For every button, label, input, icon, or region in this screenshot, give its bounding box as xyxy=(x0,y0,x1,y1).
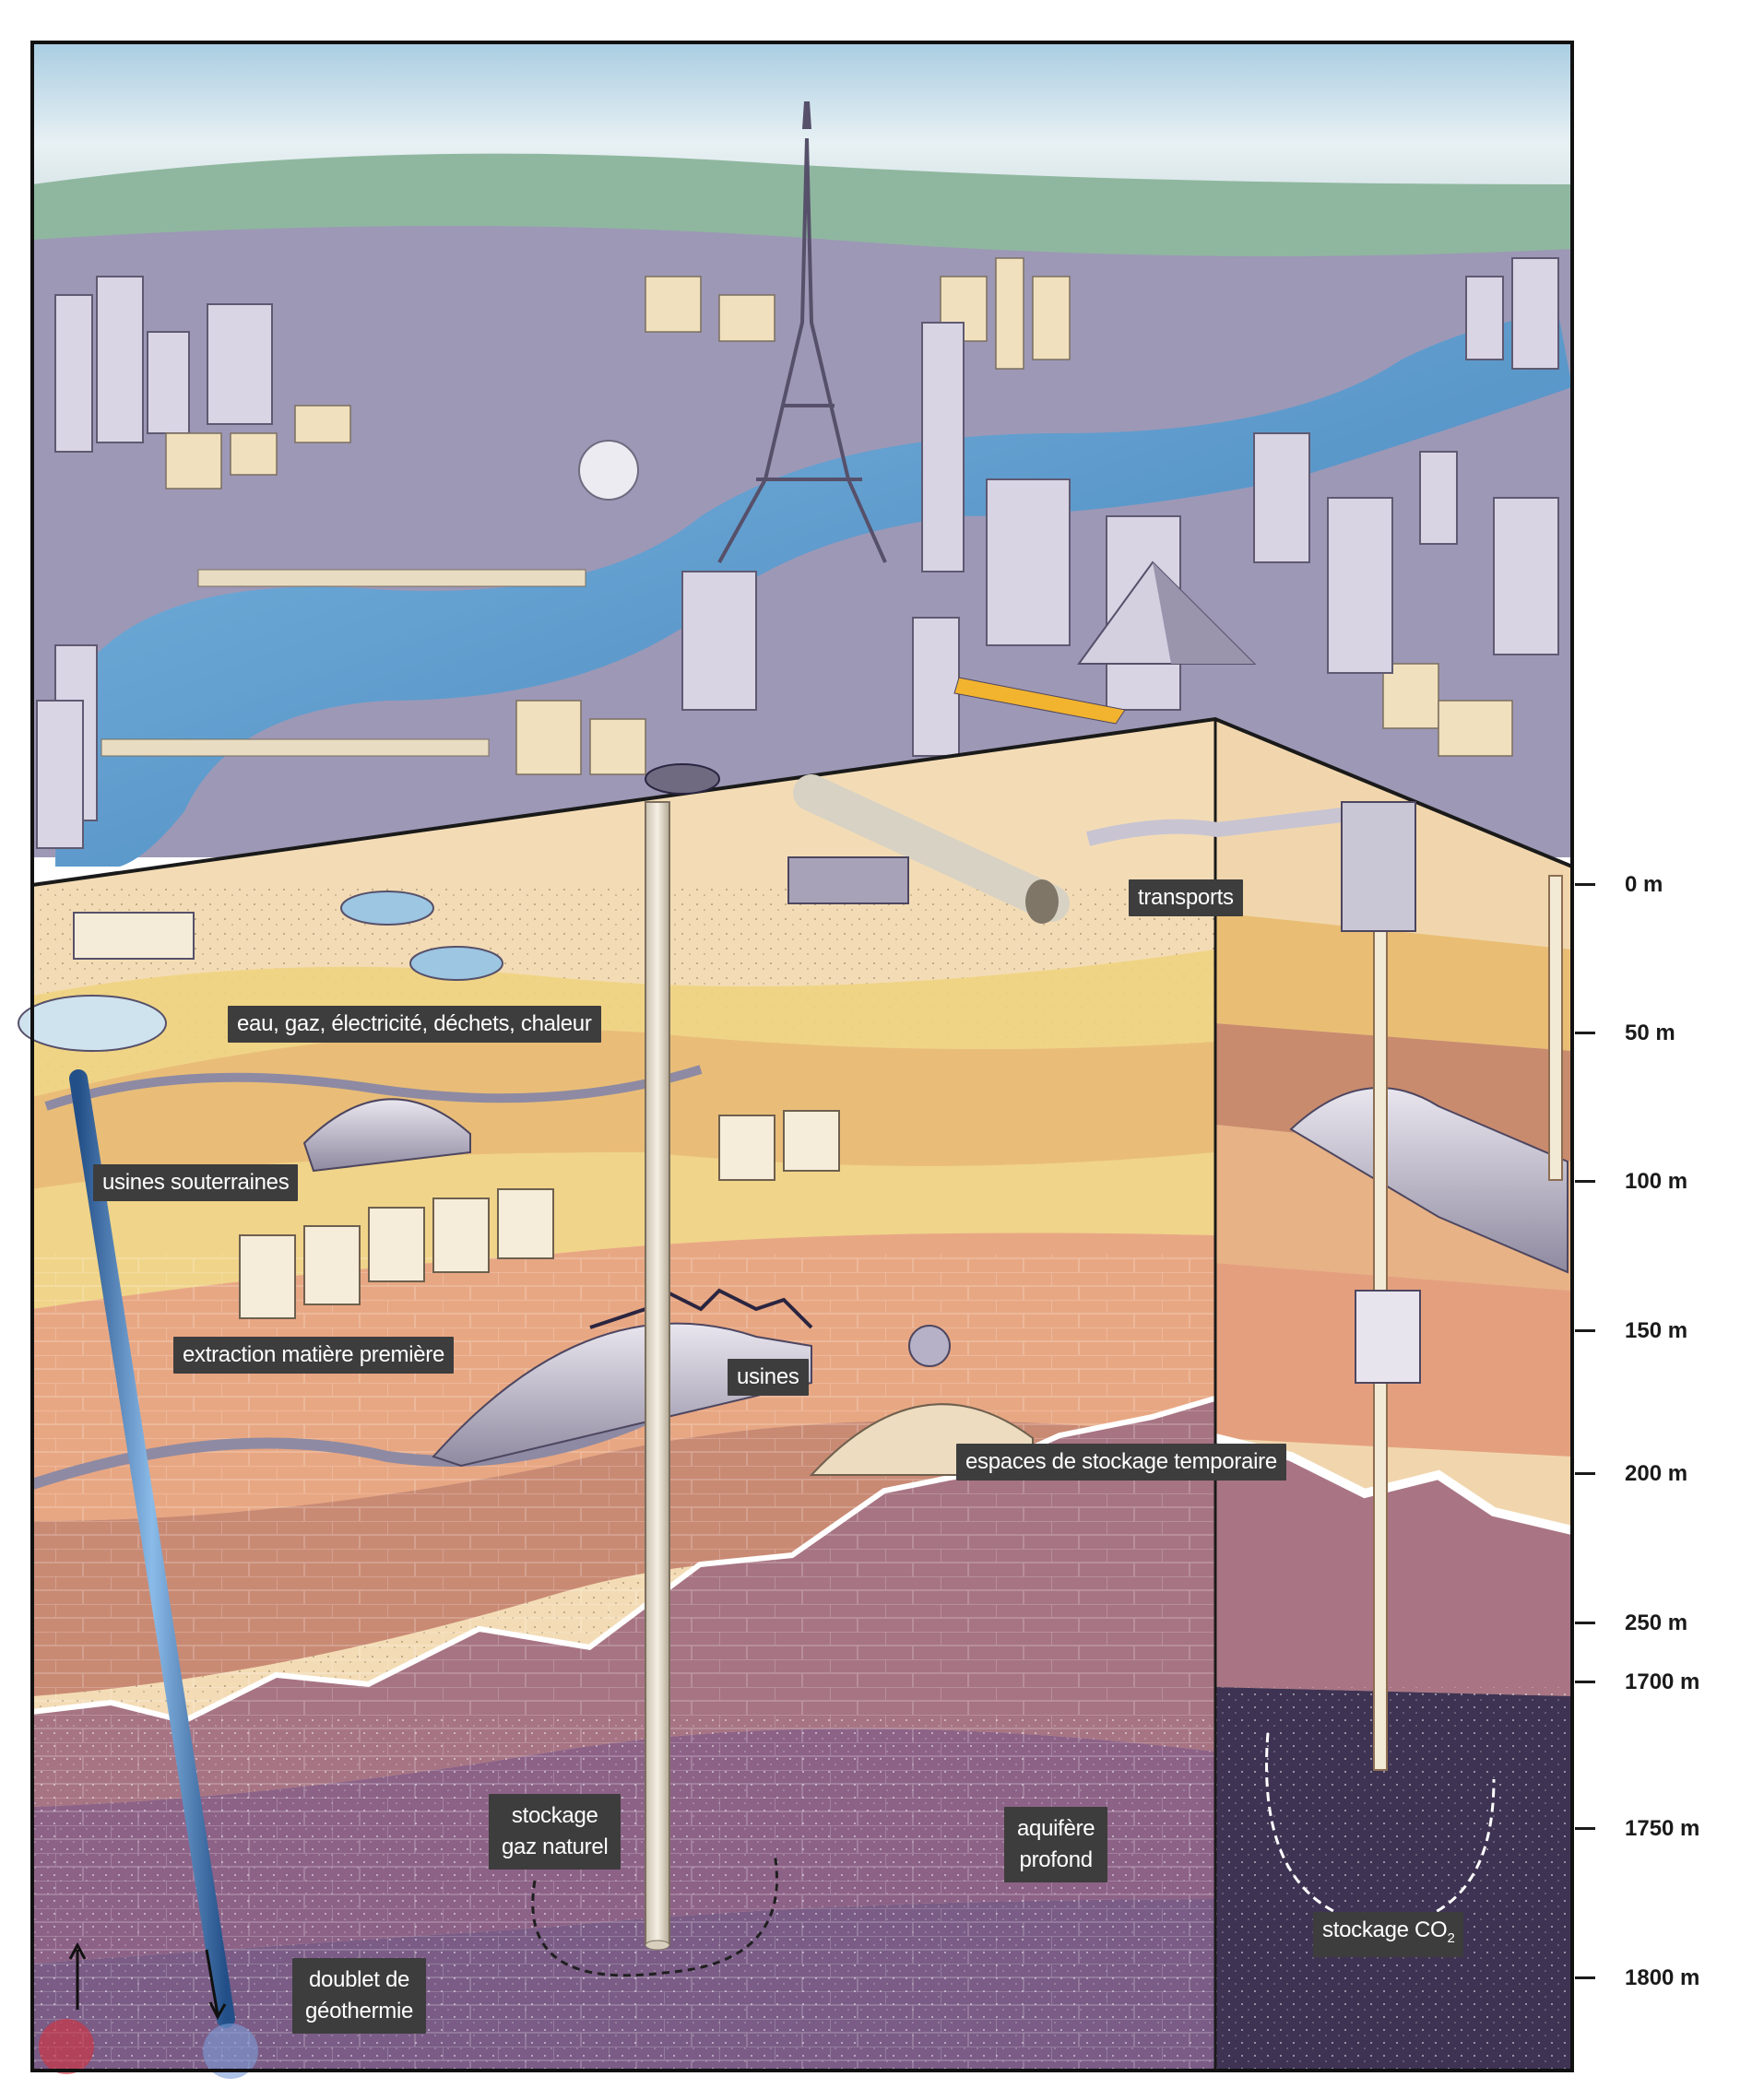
depth-tick xyxy=(1575,1472,1595,1475)
label-co2-storage: stockage CO2 xyxy=(1313,1912,1464,1957)
depth-tick xyxy=(1575,1681,1595,1683)
depth-label: 1800 m xyxy=(1625,1965,1700,1990)
label-co2-text: stockage CO xyxy=(1322,1917,1448,1942)
label-geothermal-line1: doublet de xyxy=(308,1967,410,1992)
label-temporary-storage: espaces de stockage temporaire xyxy=(956,1444,1286,1481)
label-geothermal-line2: géothermie xyxy=(305,1999,414,2023)
label-geothermal-doublet: doublet de géothermie xyxy=(292,1958,427,2034)
label-transports: transports xyxy=(1129,879,1243,916)
river xyxy=(55,313,1572,867)
depth-tick xyxy=(1575,1622,1595,1624)
label-raw-extraction: extraction matière première xyxy=(173,1337,455,1374)
label-deep-aquifer: aquifère profond xyxy=(1004,1807,1108,1882)
label-underground-factories: usines souterraines xyxy=(93,1164,299,1201)
depth-tick xyxy=(1575,1976,1595,1979)
depth-label: 1700 m xyxy=(1625,1669,1700,1694)
depth-label: 1750 m xyxy=(1625,1816,1700,1841)
upward-arrow-icon xyxy=(68,1941,87,2010)
gas-storage-zone xyxy=(531,1852,778,1977)
eiffel-tower xyxy=(717,137,887,563)
depth-label: 200 m xyxy=(1625,1461,1688,1486)
label-aquifer-line1: aquifère xyxy=(1017,1816,1095,1841)
depth-tick xyxy=(1575,1032,1595,1034)
label-gas-storage: stockage gaz naturel xyxy=(489,1794,621,1870)
label-aquifer-line2: profond xyxy=(1019,1847,1094,1872)
infrastructure xyxy=(18,774,1569,1771)
train xyxy=(953,677,1126,725)
factory-dome-upper xyxy=(302,1098,471,1173)
label-factories: usines xyxy=(728,1359,809,1396)
label-utilities: eau, gaz, électricité, déchets, chaleur xyxy=(228,1006,601,1043)
city-surface xyxy=(32,42,1572,867)
gas-storage-shaft xyxy=(645,763,720,1951)
depth-label: 0 m xyxy=(1625,872,1663,897)
depth-tick xyxy=(1575,1329,1595,1332)
depth-tick xyxy=(1575,883,1595,886)
label-gas-storage-line1: stockage xyxy=(511,1803,598,1828)
depth-tick xyxy=(1575,1180,1595,1183)
downward-arrow-icon xyxy=(205,1949,227,2021)
label-co2-subscript: 2 xyxy=(1447,1929,1455,1946)
label-gas-storage-line2: gaz naturel xyxy=(502,1835,609,1859)
factory-dome-main xyxy=(432,1322,812,1468)
depth-label: 100 m xyxy=(1625,1169,1688,1194)
depth-label: 150 m xyxy=(1625,1318,1688,1343)
depth-tick xyxy=(1575,1827,1595,1830)
depth-label: 250 m xyxy=(1625,1610,1688,1635)
geothermal-doublet xyxy=(39,1069,258,2079)
cold-pipe xyxy=(69,1069,235,2028)
depth-label: 50 m xyxy=(1625,1021,1675,1045)
transport-tunnel xyxy=(793,774,1070,922)
